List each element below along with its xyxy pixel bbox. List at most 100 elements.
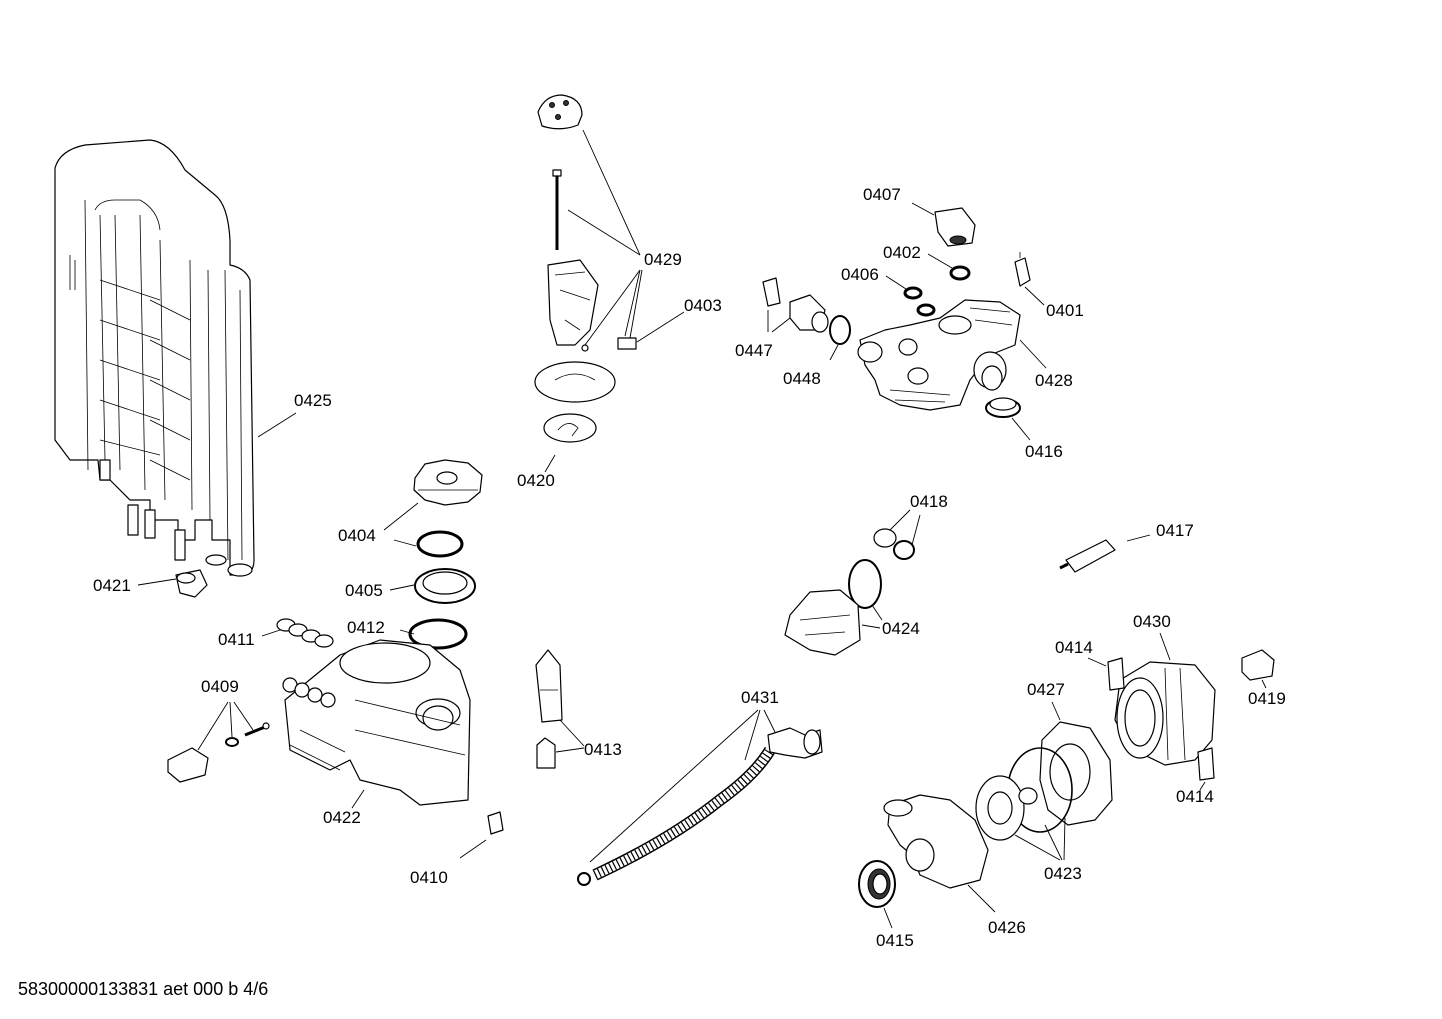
leader-0407 [911,202,935,216]
part-0426-pump-housing [883,794,989,889]
label-0416: 0416 [1025,442,1063,461]
leader-0417 [1126,534,1151,542]
part-0410-clip [487,811,504,835]
label-0431: 0431 [741,688,779,707]
label-0414-bottom: 0414 [1176,787,1214,806]
leader-0414a [1087,657,1107,667]
leader-0413-b [555,747,585,753]
part-0423-seals-impeller [975,747,1073,841]
label-0417: 0417 [1156,521,1194,540]
part-0419-connector [1241,649,1275,681]
leader-0404 [383,502,419,531]
leader-0420 [544,454,556,473]
part-0428-valve-body [857,299,1021,411]
part-0413-rinse-aid-parts [535,649,563,769]
leader-0429-a [582,129,641,256]
part-0407-plug [934,207,976,247]
part-0402-o-ring [949,265,971,281]
leader-0418-b [911,514,921,546]
leader-0402 [927,253,953,269]
part-0429-float-assembly [537,94,637,352]
leader-0414b [1199,781,1206,791]
label-0404: 0404 [338,526,376,545]
label-0448: 0448 [783,369,821,388]
part-0404-cap [413,459,483,506]
label-0420: 0420 [517,471,555,490]
leader-0429-c [584,269,641,346]
leader-0429-d [624,269,641,337]
leader-0416 [1011,417,1031,441]
part-0424-o-ring [848,559,882,609]
part-0405-gasket [416,530,464,558]
label-0402: 0402 [883,243,921,262]
leader-0429-b [567,209,641,256]
leader-0424-b [871,604,883,621]
leader-0429-e [629,269,643,339]
label-0414-top: 0414 [1055,638,1093,657]
leader-0409-a [197,701,229,751]
part-0411-caps [276,618,334,648]
leader-0430 [1159,632,1171,661]
label-0429: 0429 [644,250,682,269]
label-0428: 0428 [1035,371,1073,390]
leader-0401 [1024,286,1045,306]
part-0406-o-ring-b [916,303,936,317]
leader-0418-a [889,509,911,531]
leader-0409-b [229,701,233,738]
leader-0424-a [861,624,881,629]
part-0448-seal-ring [829,315,851,345]
leader-0448 [829,344,839,361]
part-0412-seal [408,618,468,650]
part-0420-float-disk [534,361,616,443]
part-0416-hose-clamp [985,397,1021,418]
label-0421: 0421 [93,576,131,595]
label-0418: 0418 [910,492,948,511]
leader-0428 [1019,339,1047,369]
label-0422: 0422 [323,808,361,827]
label-0407: 0407 [863,185,901,204]
leader-0409-c [233,701,254,731]
leader-0419 [1261,679,1267,689]
label-0425: 0425 [294,391,332,410]
label-0405: 0405 [345,581,383,600]
leader-0412 [399,629,415,635]
leader-0425 [257,412,297,438]
leader-0406 [885,275,907,290]
leader-0415 [883,907,893,929]
part-0406-o-ring-a [903,286,923,300]
part-0417-filter [1059,539,1116,573]
label-0403: 0403 [684,296,722,315]
label-0424: 0424 [882,619,920,638]
leader-0411 [261,629,281,637]
leader-0413-a [559,719,585,747]
label-0427: 0427 [1027,680,1065,699]
leader-0431-c [763,709,776,733]
part-0425-heat-exchanger [54,139,255,577]
label-0412: 0412 [347,618,385,637]
label-0401: 0401 [1046,301,1084,320]
label-0411: 0411 [218,630,255,649]
part-0431-drain-hose [577,727,823,886]
label-0430: 0430 [1133,612,1171,631]
label-0426: 0426 [988,918,1026,937]
leader-0403 [636,311,685,343]
leader-0410 [459,839,487,859]
label-0423: 0423 [1044,864,1082,883]
leader-0427 [1051,701,1061,721]
part-0421-connector [175,569,208,598]
leader-0405-b [389,584,415,591]
label-0419: 0419 [1248,689,1286,708]
leader-0431-a [589,709,759,863]
part-0414-bracket-top [1107,657,1125,691]
label-0406: 0406 [841,265,879,284]
part-0401-clip [1014,252,1031,287]
part-0409-sensor [167,722,270,783]
part-0430-motor [1114,661,1216,766]
leader-0421 [137,578,177,586]
leader-0431-b [744,709,761,761]
part-0447-valve-parts [762,277,829,333]
label-0415: 0415 [876,931,914,950]
part-0424-heater-pump [784,589,861,656]
part-0415-seal [858,860,896,908]
